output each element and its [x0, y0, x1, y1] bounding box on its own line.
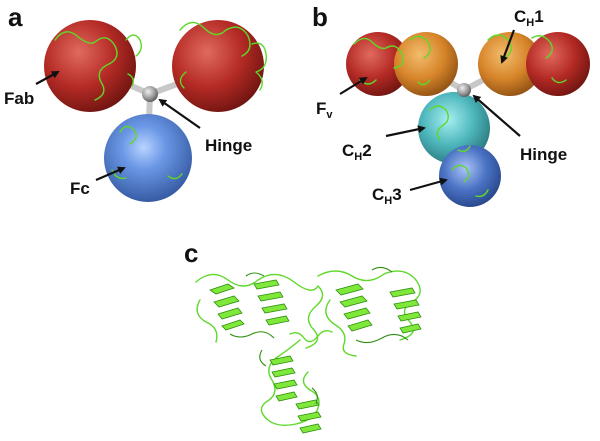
label-fc: Fc: [70, 179, 90, 198]
arrow-hinge-b: [472, 94, 521, 137]
label-fab: Fab: [4, 89, 34, 108]
ribbon-hinge-c: [289, 329, 333, 343]
label-hinge-a: Hinge: [205, 136, 252, 155]
panel-a: a Fab Hinge Fc: [4, 2, 267, 202]
label-hinge-b: Hinge: [520, 145, 567, 164]
ch1-sphere-right: [478, 32, 542, 96]
panel-c: c: [184, 238, 422, 434]
hinge-sphere-b: [457, 83, 471, 97]
arrow-hinge-a: [158, 98, 201, 129]
label-ch3: CH3: [372, 185, 402, 207]
label-fv: Fv: [316, 99, 333, 121]
fab-sphere-left: [44, 20, 136, 112]
ribbon-trace-a: [54, 21, 267, 180]
ribbon-fc: [259, 339, 322, 434]
ribbon-fab-right: [317, 266, 422, 357]
arrow-ch3: [409, 177, 448, 192]
fc-sphere: [104, 114, 192, 202]
fab-sphere-right: [172, 20, 264, 112]
ch3-sphere: [439, 145, 501, 207]
arrow-ch2: [385, 125, 426, 138]
panel-b-letter: b: [312, 2, 328, 32]
ribbon-structure-c: [195, 266, 422, 434]
ribbon-trace-b: [353, 34, 567, 198]
arrow-ch1: [500, 29, 516, 64]
arrow-fv: [339, 76, 368, 95]
fv-sphere-right: [526, 32, 590, 96]
label-ch2: CH2: [342, 141, 372, 163]
panel-a-letter: a: [8, 2, 23, 32]
ribbon-fab-left: [195, 272, 324, 349]
hinge-sphere-a: [142, 86, 158, 102]
panel-c-letter: c: [184, 238, 198, 268]
arrow-fc: [95, 166, 126, 182]
ch1-sphere-left: [394, 32, 458, 96]
label-ch1: CH1: [514, 7, 544, 29]
arrow-fab: [35, 71, 60, 85]
panel-b: b Fv CH1 CH2 Hinge CH3: [312, 2, 590, 207]
